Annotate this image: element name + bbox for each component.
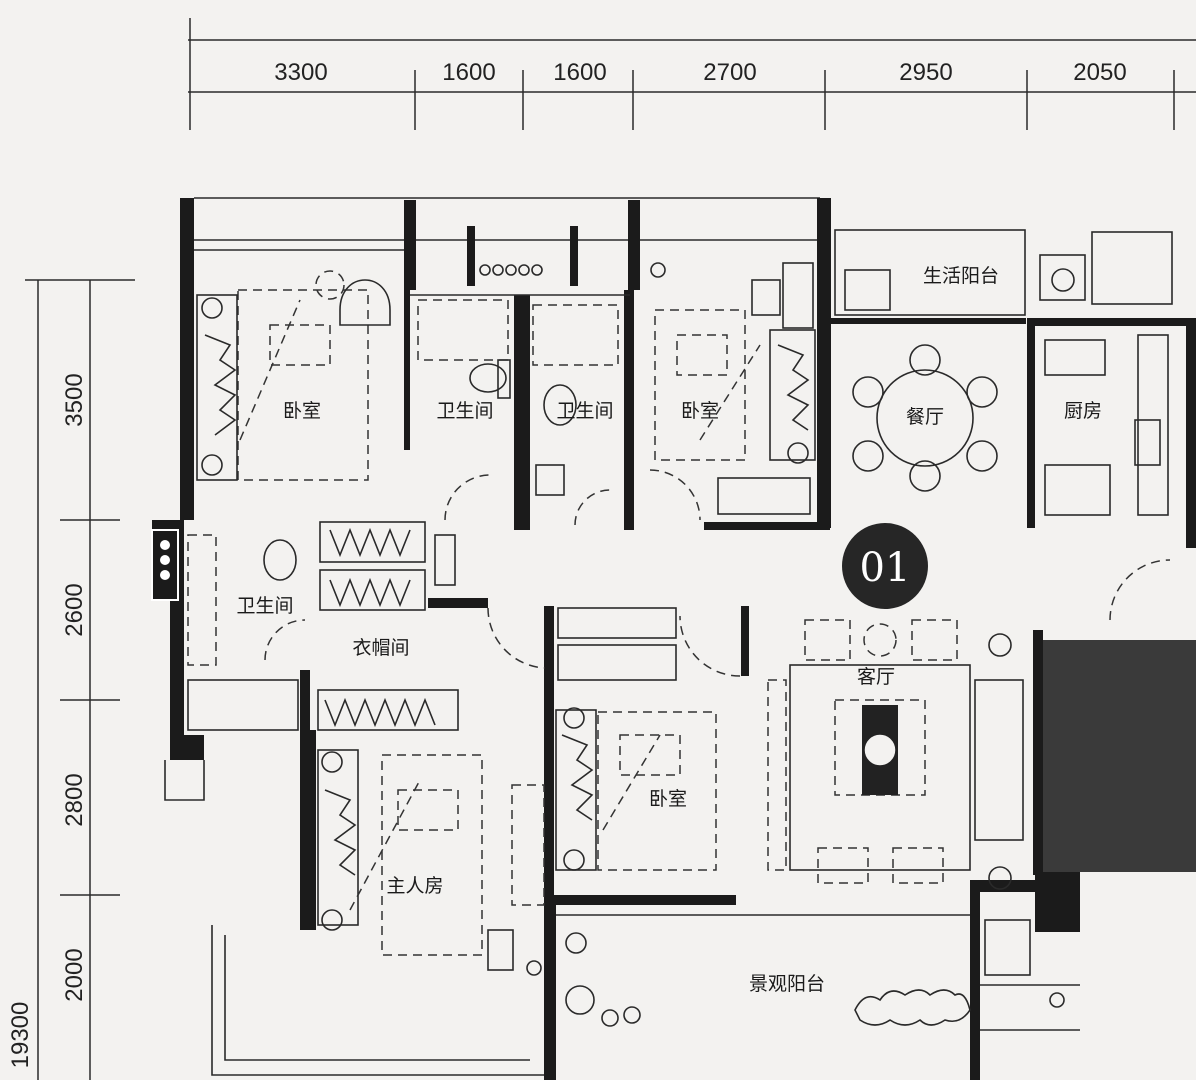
room-bath-2: 卫生间	[556, 400, 613, 422]
south-balcony-outline	[164, 760, 1080, 1076]
unit-badge	[842, 523, 928, 609]
dim-top-2: 1600	[442, 59, 495, 86]
room-bath-1: 卫生间	[436, 400, 493, 422]
room-bedroom-nw: 卧室	[283, 400, 321, 422]
room-master: 主人房	[386, 875, 443, 897]
room-bath-w: 卫生间	[236, 595, 293, 617]
dim-left-1: 3500	[61, 373, 88, 426]
room-bedroom-n: 卧室	[681, 400, 719, 422]
room-bedroom-s: 卧室	[649, 788, 687, 810]
room-view-balcony: 景观阳台	[749, 973, 825, 995]
dim-top-5: 2950	[899, 59, 952, 86]
room-cloakroom: 衣帽间	[352, 637, 409, 659]
room-utility-balcony: 生活阳台	[923, 265, 999, 287]
dim-top-6: 2050	[1073, 59, 1126, 86]
dim-left-3: 2800	[61, 773, 88, 826]
furniture	[187, 229, 1173, 1027]
room-dining: 餐厅	[906, 406, 944, 428]
top-dimension-line	[188, 18, 1196, 130]
left-dimension-line	[25, 279, 135, 1080]
dim-top-3: 1600	[553, 59, 606, 86]
dim-top-1: 3300	[274, 59, 327, 86]
walls	[151, 197, 1196, 1080]
dim-left-4: 2000	[61, 948, 88, 1001]
dim-left-2: 2600	[61, 583, 88, 636]
dim-top-4: 2700	[703, 59, 756, 86]
room-kitchen: 厨房	[1064, 400, 1102, 422]
dim-left-total: 19300	[7, 1002, 34, 1069]
unit-badge-label: 01	[860, 545, 911, 591]
room-living: 客厅	[857, 666, 895, 688]
